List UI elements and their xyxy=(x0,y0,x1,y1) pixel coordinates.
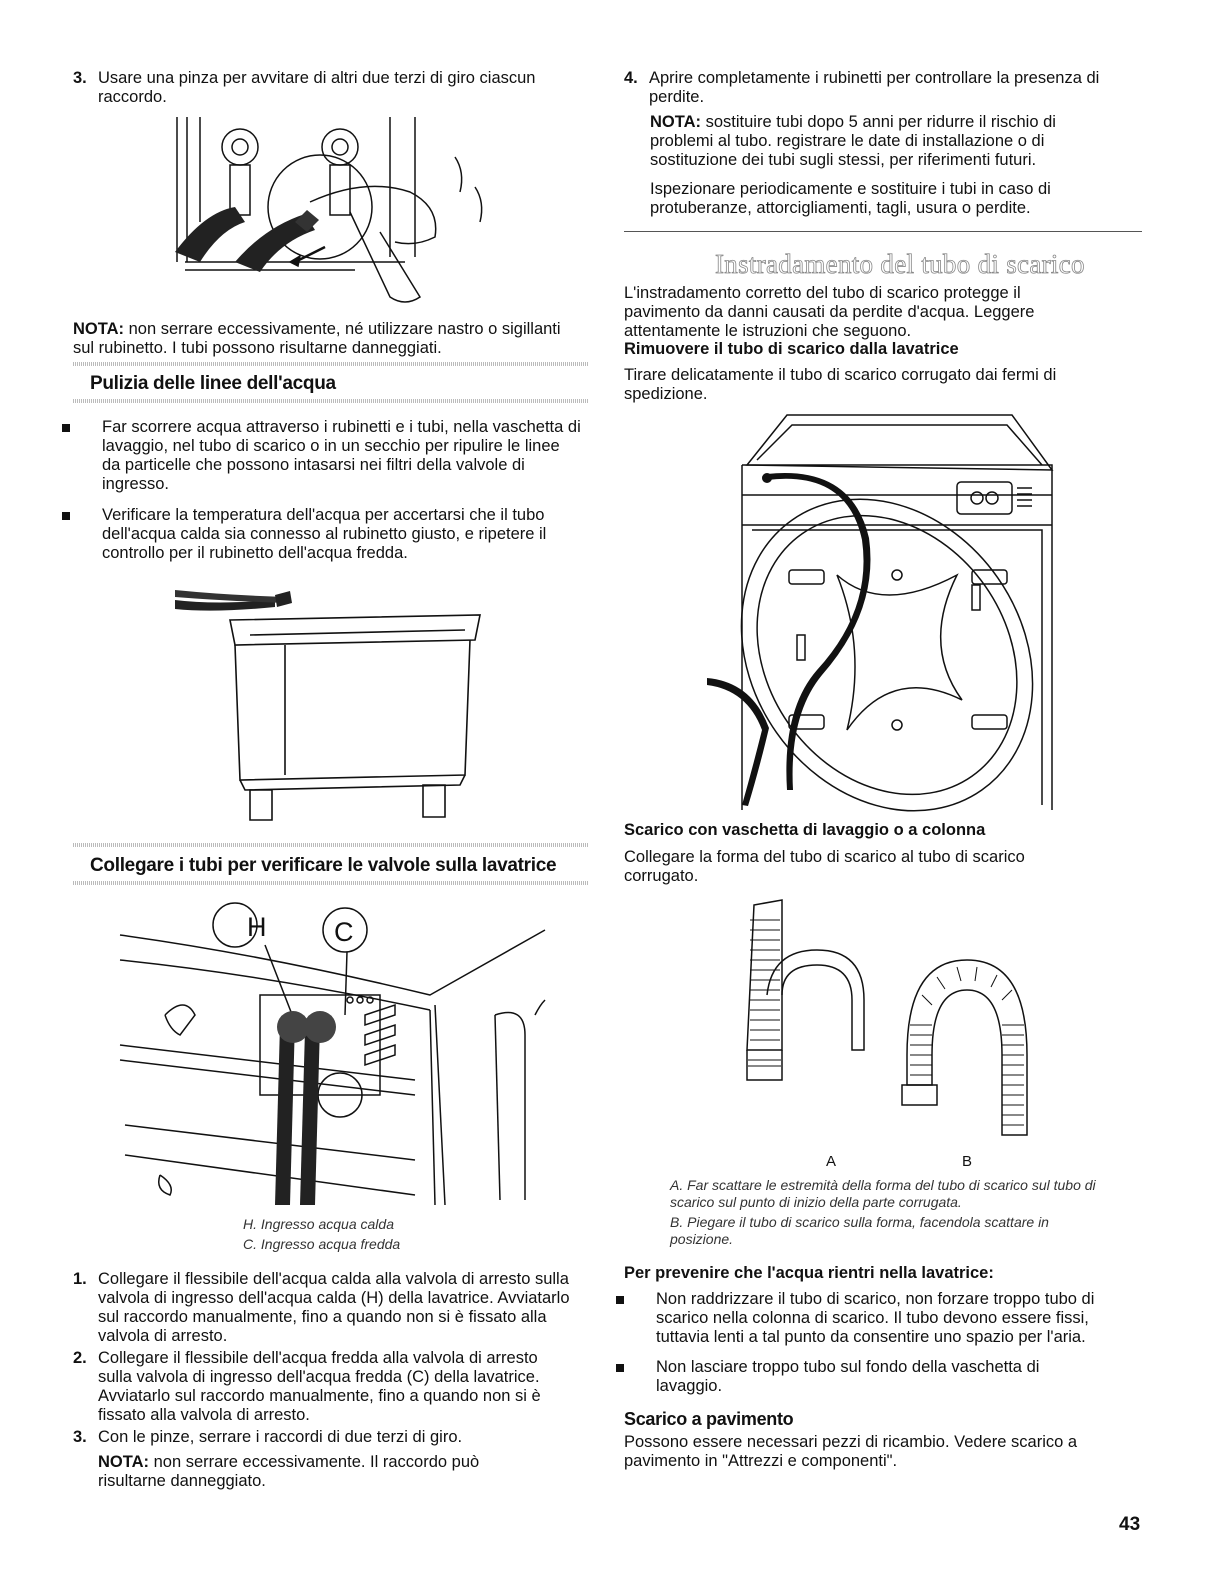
section-title-connect-hoses: Collegare i tubi per verificare le valvo… xyxy=(90,855,557,876)
caption-hot-inlet: H. Ingresso acqua calda xyxy=(243,1216,394,1232)
step-1-hot-hose: 1. Collegare il flessibile dell'acqua ca… xyxy=(73,1270,570,1345)
remove-hose-text: Tirare delicatamente il tubo di scarico … xyxy=(624,366,1057,403)
washer-drain-hose-illustration xyxy=(707,410,1052,810)
section-title-drain-routing: Instradamento del tubo di scarico xyxy=(715,249,1085,280)
step-2-cold-hose: 2. Collegare il flessibile dell'acqua fr… xyxy=(73,1349,541,1424)
drain-form-b-illustration xyxy=(902,955,1042,1145)
form-label-b: B xyxy=(962,1153,973,1170)
section-divider-top xyxy=(73,843,588,847)
label-h: H xyxy=(247,912,267,942)
caption-form-b: B. Piegare il tubo di scarico sulla form… xyxy=(670,1214,1049,1247)
step-4-open-faucets: 4. Aprire completamente i rubinetti per … xyxy=(624,69,1100,106)
note-replace-hoses: NOTA: sostituire tubi dopo 5 anni per ri… xyxy=(650,113,1056,169)
intro-text: L'instradamento corretto del tubo di sca… xyxy=(624,284,1035,340)
section-rule xyxy=(624,231,1142,232)
standpipe-title: Scarico con vaschetta di lavaggio o a co… xyxy=(624,821,986,839)
section-title-water-lines: Pulizia delle linee dell'acqua xyxy=(90,373,336,394)
note-1: NOTA: non serrare eccessivamente, né uti… xyxy=(73,320,561,357)
remove-hose-title: Rimuovere il tubo di scarico dalla lavat… xyxy=(624,340,959,358)
bullet-marker xyxy=(62,424,70,432)
prevent-backflow-title: Per prevenire che l'acqua rientri nella … xyxy=(624,1264,994,1282)
caption-cold-inlet: C. Ingresso acqua fredda xyxy=(243,1236,401,1252)
bullet-no-straighten: Non raddrizzare il tubo di scarico, non … xyxy=(616,1290,1146,1347)
step-3-tighten: 3. Usare una pinza per avvitare di altri… xyxy=(73,69,536,106)
bullet-marker xyxy=(616,1364,624,1372)
drain-form-a-illustration xyxy=(742,900,872,1085)
washer-inlets-illustration xyxy=(115,905,555,1210)
bullet-marker xyxy=(62,512,70,520)
bullet-check-temperature: Verificare la temperatura dell'acqua per… xyxy=(62,506,592,563)
form-label-a: A xyxy=(826,1153,837,1170)
bullet-marker xyxy=(616,1296,624,1304)
floor-drain-text: Possono essere necessari pezzi di ricamb… xyxy=(624,1433,1078,1470)
laundry-tub-illustration xyxy=(175,590,495,825)
bullet-no-excess-hose: Non lasciare troppo tubo sul fondo della… xyxy=(616,1358,1146,1396)
label-c: C xyxy=(334,917,354,947)
caption-form-a: A. Far scattare le estremità della forma… xyxy=(670,1177,1096,1210)
section-divider-top xyxy=(73,362,588,366)
page-number: 43 xyxy=(1119,1514,1141,1535)
floor-drain-title: Scarico a pavimento xyxy=(624,1409,794,1429)
standpipe-text: Collegare la forma del tubo di scarico a… xyxy=(624,848,1025,885)
section-divider-bottom xyxy=(73,881,588,885)
bullet-flush-lines: Far scorrere acqua attraverso i rubinett… xyxy=(62,418,592,494)
section-divider-bottom xyxy=(73,399,588,403)
inspect-hoses-text: Ispezionare periodicamente e sostituire … xyxy=(650,180,1051,217)
note-2: NOTA: non serrare eccessivamente. Il rac… xyxy=(98,1453,480,1490)
pliers-faucet-illustration xyxy=(175,112,485,312)
step-3-pliers: 3. Con le pinze, serrare i raccordi di d… xyxy=(73,1428,463,1446)
